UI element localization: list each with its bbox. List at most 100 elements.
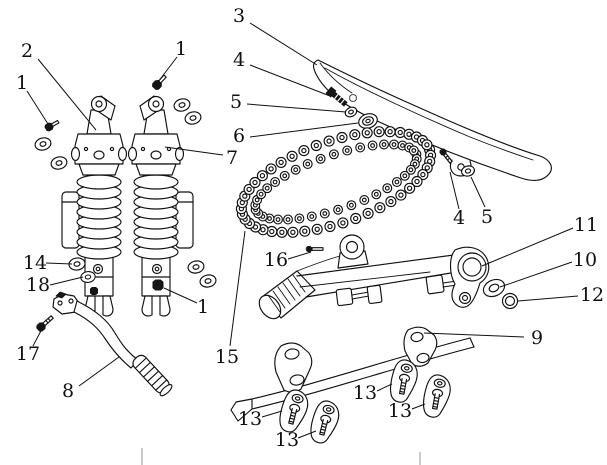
chain-roller — [290, 164, 301, 175]
chain-roller — [285, 217, 291, 222]
chain-roller — [254, 197, 260, 203]
chain-roller — [385, 196, 397, 208]
chain-roller — [364, 130, 370, 136]
guard-washer-rear — [461, 165, 475, 177]
chain-roller — [388, 198, 394, 205]
chain-roller — [348, 202, 354, 208]
chain-roller — [249, 176, 261, 189]
chain-roller — [310, 139, 322, 152]
chain-roller — [252, 179, 258, 186]
chain-roller — [328, 149, 339, 160]
chain-roller — [420, 171, 426, 178]
callout-label-4: 4 — [453, 207, 465, 229]
callout-label-3: 3 — [233, 5, 245, 27]
chain-roller — [286, 150, 298, 162]
chain-roller — [373, 191, 379, 197]
chain-roller — [265, 163, 277, 175]
chain-roller — [296, 216, 302, 221]
chain-roller — [293, 167, 299, 173]
chain-roller — [361, 197, 367, 203]
callout-label-16: 16 — [264, 249, 288, 271]
callout-leader-2 — [37, 58, 97, 131]
guard-bolt-front — [325, 86, 348, 107]
callout-leader-13 — [411, 403, 426, 410]
chain-roller — [306, 211, 317, 222]
chain-roller — [273, 214, 283, 225]
callout-leader-4 — [449, 171, 460, 210]
chain-roller — [344, 148, 350, 153]
chain-roller — [389, 139, 399, 150]
chain-roller — [399, 170, 410, 181]
chain-roller — [377, 205, 383, 211]
callout-leader-1 — [163, 287, 198, 304]
chain-roller — [404, 182, 416, 194]
chain-roller — [256, 170, 268, 182]
chain-roller — [267, 216, 272, 221]
chain-roller — [290, 229, 296, 235]
chain-roller — [395, 189, 407, 201]
chain-roller — [256, 189, 267, 200]
chain-roller — [336, 131, 348, 144]
chain-roller — [371, 189, 382, 200]
washer-10 — [482, 278, 506, 298]
chain-roller — [376, 129, 382, 135]
washer — [183, 109, 203, 127]
chain-roller — [268, 166, 274, 172]
callout-label-7: 7 — [226, 147, 238, 169]
chain-roller — [391, 142, 397, 147]
chain-roller — [387, 129, 393, 135]
chain-roller — [294, 213, 305, 224]
chain-roller — [411, 148, 417, 153]
chain-roller — [322, 211, 328, 216]
guard-grommet — [358, 113, 378, 129]
callout-leader-10 — [499, 261, 573, 288]
nut-12 — [501, 292, 519, 310]
chain-roller — [349, 129, 361, 141]
callout-leader-13 — [297, 430, 317, 439]
callout-leader-14 — [45, 262, 73, 265]
chain-roller — [374, 202, 386, 214]
chain-roller — [353, 215, 359, 222]
chain-roller — [408, 167, 414, 173]
chain-roller — [398, 192, 404, 198]
chain-roller — [289, 153, 295, 159]
drive-chain — [235, 126, 437, 238]
chain-roller — [405, 164, 416, 175]
callout-leader-17 — [32, 324, 45, 347]
chain-roller — [272, 179, 278, 185]
chain-roller — [421, 139, 433, 151]
callout-label-2: 2 — [21, 40, 33, 62]
washer — [49, 154, 69, 172]
shock-top-bolt-left — [43, 119, 60, 133]
swingarm — [258, 234, 490, 320]
chain-roller — [282, 173, 288, 179]
chain-roller — [384, 185, 390, 191]
callout-leader-16 — [287, 251, 312, 260]
chain-roller — [327, 223, 333, 230]
chain-roller — [352, 132, 358, 138]
chain-roller — [275, 156, 287, 168]
lever-bolt-17 — [35, 315, 54, 333]
chain-roller — [424, 165, 430, 171]
chain-roller — [355, 142, 366, 153]
callout-label-9: 9 — [531, 327, 543, 349]
chain-roller — [384, 126, 396, 138]
callout-leader-5 — [470, 176, 486, 208]
callout-label-13: 13 — [238, 408, 262, 430]
clamp-pad-13 — [420, 372, 454, 420]
callout-label-4: 4 — [233, 49, 245, 71]
chain-roller — [318, 156, 324, 162]
chain-roller — [270, 177, 281, 187]
chain-roller — [246, 186, 252, 193]
callout-label-18: 18 — [26, 274, 50, 296]
chain-roller — [331, 151, 337, 157]
callout-leader-11 — [481, 227, 574, 267]
swingarm-pivot-bolt-16 — [305, 245, 324, 253]
callout-leader-18 — [49, 276, 84, 286]
shock-absorber-left — [61, 95, 128, 317]
callout-label-11: 11 — [574, 214, 598, 236]
chain-roller — [278, 159, 284, 166]
